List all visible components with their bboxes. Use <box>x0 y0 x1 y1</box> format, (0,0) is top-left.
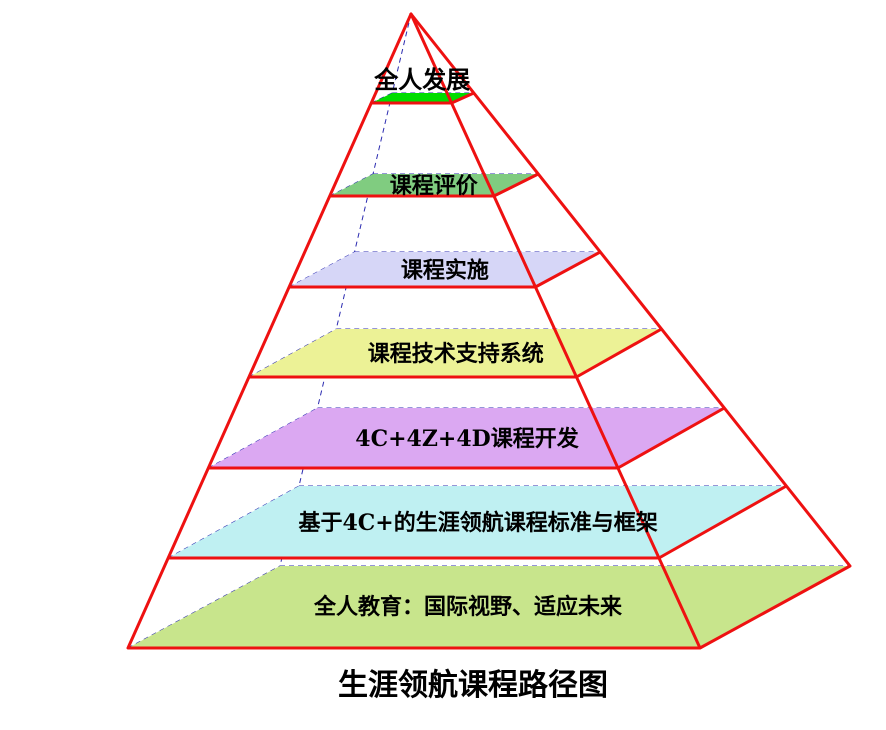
level-label-3: 课程实施 <box>401 258 489 284</box>
hidden-back-edge <box>279 13 412 567</box>
level-side-edge <box>575 327 663 379</box>
level-side-edge <box>534 250 601 289</box>
level-label-4: 课程技术支持系统 <box>368 341 544 367</box>
level-label-2: 课程评价 <box>390 173 479 199</box>
level-side-edge <box>450 91 475 105</box>
pyramid-outline <box>126 12 852 650</box>
plane-back-left-edge <box>167 485 300 559</box>
level-plane-6 <box>168 486 787 558</box>
plane-back-left-edge <box>248 328 337 378</box>
level-label-5: 4C+4Z+4D课程开发 <box>355 426 579 452</box>
level-label-6: 基于4C+的生涯领航课程标准与框架 <box>298 510 657 536</box>
level-side-edge <box>658 484 788 560</box>
pyramid-right-ridge <box>409 12 852 568</box>
base-side-edge <box>699 564 851 650</box>
level-label-base: 全人教育：国际视野、适应未来 <box>313 594 623 620</box>
level-side-edge <box>617 406 726 470</box>
level-plane-base <box>128 566 850 648</box>
level-label-1: 全人发展 <box>373 65 470 94</box>
level-planes <box>128 93 850 648</box>
pyramid-front-ridge <box>409 12 702 650</box>
diagram-caption: 生涯领航课程路径图 <box>338 668 608 703</box>
base-back-left-edge <box>127 565 281 649</box>
level-plane-5 <box>208 408 725 468</box>
level-side-edge <box>493 172 539 198</box>
level-plane-4 <box>248 329 662 377</box>
pyramid-left-ridge <box>126 12 413 650</box>
